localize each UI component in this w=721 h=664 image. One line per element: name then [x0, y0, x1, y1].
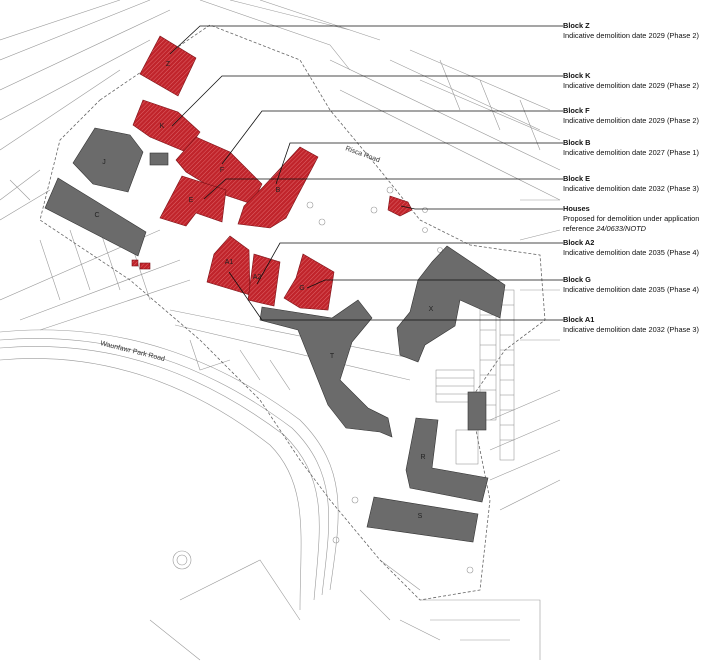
- label-c: C: [94, 212, 99, 219]
- legend-title: Block B: [563, 138, 591, 147]
- legend-desc: Indicative demolition date 2029 (Phase 2…: [563, 81, 699, 90]
- leader-block-g: [306, 279, 563, 289]
- building-labels: Z K F E B A1 A2 G J C T X R S: [94, 61, 433, 520]
- label-x: X: [429, 306, 434, 313]
- block-z-shape: [139, 35, 197, 97]
- block-a2-shape: [247, 253, 281, 307]
- label-a1: A1: [225, 259, 234, 266]
- site-boundary: [39, 24, 546, 601]
- road-waunfawr: Waunfawr Park Road: [100, 340, 166, 363]
- application-reference: 24/0633/NOTD: [596, 224, 646, 233]
- label-k: K: [160, 123, 165, 130]
- background-linework: [0, 0, 561, 661]
- leader-lines: [169, 25, 563, 321]
- label-z: Z: [166, 61, 171, 68]
- block-s-shape: [366, 496, 479, 543]
- legend-title: Block F: [563, 106, 590, 115]
- leader-block-k: [171, 75, 563, 127]
- label-a2: A2: [253, 274, 262, 281]
- block-r-shape: [405, 417, 489, 503]
- label-t: T: [330, 353, 335, 360]
- parking-bays: [435, 289, 515, 465]
- legend-title: Block K: [563, 71, 591, 80]
- legend-block-b: Block B Indicative demolition date 2027 …: [563, 138, 721, 158]
- legend-title: Block Z: [563, 21, 590, 30]
- legend-houses: Houses Proposed for demolition under app…: [563, 204, 721, 234]
- label-b: B: [276, 187, 281, 194]
- label-j: J: [102, 159, 106, 166]
- legend-desc: Indicative demolition date 2029 (Phase 2…: [563, 116, 699, 125]
- legend-desc: Indicative demolition date 2029 (Phase 2…: [563, 31, 699, 40]
- legend-block-a1: Block A1 Indicative demolition date 2032…: [563, 315, 721, 335]
- leader-block-z: [169, 25, 563, 55]
- legend-desc: Indicative demolition date 2035 (Phase 4…: [563, 248, 699, 257]
- leader-houses: [400, 205, 563, 210]
- legend-block-g: Block G Indicative demolition date 2035 …: [563, 275, 721, 295]
- block-b-shape: [237, 146, 319, 229]
- label-f: F: [220, 167, 224, 174]
- parking-building-shape: [467, 391, 487, 431]
- leader-block-e: [203, 178, 563, 200]
- road-risca: Risca Road: [344, 145, 380, 164]
- demolition-buildings: [131, 35, 413, 311]
- label-r: R: [420, 454, 425, 461]
- legend-title: Block G: [563, 275, 591, 284]
- block-j-shape: [72, 127, 144, 193]
- label-e: E: [189, 197, 194, 204]
- small-red-1: [131, 259, 139, 267]
- legend-block-e: Block E Indicative demolition date 2032 …: [563, 174, 721, 194]
- legend-desc: Indicative demolition date 2035 (Phase 4…: [563, 285, 699, 294]
- block-e-shape: [159, 175, 227, 227]
- legend-block-a2: Block A2 Indicative demolition date 2035…: [563, 238, 721, 258]
- legend-desc-2: reference 24/0633/NOTD: [563, 224, 646, 233]
- retained-buildings: [44, 127, 506, 543]
- small-building-shape: [149, 152, 169, 166]
- legend-block-z: Block Z Indicative demolition date 2029 …: [563, 21, 721, 41]
- block-t-shape: [259, 299, 393, 438]
- legend-title: Houses: [563, 204, 590, 213]
- block-c-shape: [44, 177, 147, 257]
- houses-shape: [387, 195, 413, 217]
- legend-title: Block A1: [563, 315, 595, 324]
- block-x-shape: [396, 245, 506, 363]
- leader-block-a2: [256, 242, 563, 285]
- legend-block-f: Block F Indicative demolition date 2029 …: [563, 106, 721, 126]
- legend-desc: Indicative demolition date 2032 (Phase 3…: [563, 184, 699, 193]
- legend-title: Block E: [563, 174, 591, 183]
- legend-desc: Indicative demolition date 2027 (Phase 1…: [563, 148, 699, 157]
- legend-desc: Indicative demolition date 2032 (Phase 3…: [563, 325, 699, 334]
- leader-block-f: [221, 110, 563, 165]
- small-red-2: [139, 262, 151, 270]
- label-g: G: [299, 285, 304, 292]
- legend-title: Block A2: [563, 238, 595, 247]
- leader-block-a1: [228, 271, 563, 321]
- block-g-shape: [283, 253, 335, 311]
- legend-block-k: Block K Indicative demolition date 2029 …: [563, 71, 721, 91]
- block-f-shape: [175, 136, 263, 205]
- legend-desc: Proposed for demolition under applicatio…: [563, 214, 700, 223]
- block-a1-shape: [206, 235, 251, 296]
- leader-block-b: [275, 142, 563, 185]
- label-s: S: [418, 513, 423, 520]
